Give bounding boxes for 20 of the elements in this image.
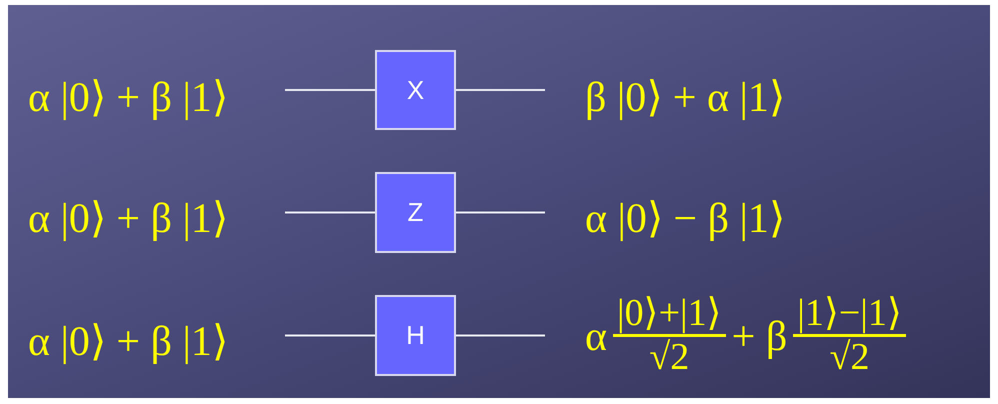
- input-state-formula: α |0⟩ + β |1⟩: [28, 74, 228, 122]
- input-state-formula: α |0⟩ + β |1⟩: [28, 195, 228, 243]
- circuit-wire: [285, 334, 375, 336]
- output-state-formula: β |0⟩ + α |1⟩: [585, 74, 785, 122]
- circuit-wire: [285, 212, 375, 214]
- fraction-numerator: |0⟩+|1⟩: [613, 294, 726, 338]
- gate-box: H: [375, 295, 456, 376]
- input-state-formula: α |0⟩ + β |1⟩: [28, 318, 228, 366]
- output-state-formula: α |0⟩ − β |1⟩: [585, 195, 785, 243]
- math-term: + β: [732, 312, 788, 360]
- circuit-wire: [285, 89, 375, 91]
- math-term: α: [585, 312, 608, 360]
- circuit-wire: [456, 212, 545, 214]
- fraction-numerator: |1⟩−|1⟩: [793, 294, 906, 338]
- gate-box: Z: [375, 172, 456, 253]
- fraction-denominator: √2: [830, 337, 870, 379]
- circuit-wire: [456, 89, 545, 91]
- fraction-denominator: √2: [649, 337, 690, 379]
- circuit-wire: [456, 334, 545, 336]
- gate-box: X: [375, 50, 456, 130]
